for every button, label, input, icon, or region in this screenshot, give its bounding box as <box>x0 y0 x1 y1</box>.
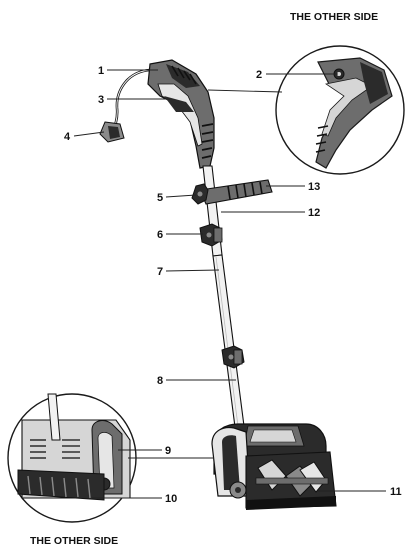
callout-7: 7 <box>157 266 163 278</box>
auxiliary-handle <box>191 179 273 205</box>
handle-lower-grip <box>201 123 214 159</box>
callout-3: 3 <box>98 94 104 106</box>
callout-11: 11 <box>390 486 402 498</box>
callout-9: 9 <box>165 445 171 457</box>
inset-bottom-housing <box>17 393 131 501</box>
inset-top-handle <box>315 57 393 169</box>
callout-1: 1 <box>98 65 104 77</box>
callout-2: 2 <box>256 69 262 81</box>
lower-tube <box>212 254 245 428</box>
caption-top-other-side: THE OTHER SIDE <box>290 11 378 23</box>
callout-5: 5 <box>157 192 163 204</box>
callout-labels: 1 2 3 4 5 6 7 8 9 10 11 12 13 <box>64 65 402 505</box>
inset-top-other-side <box>275 45 405 175</box>
callout-6: 6 <box>157 229 163 241</box>
trigger-switch <box>164 96 194 112</box>
inset-bottom-vents <box>30 439 80 459</box>
callout-12: 12 <box>308 207 320 219</box>
leader-lines <box>73 69 386 499</box>
shaft <box>202 165 245 428</box>
callout-4: 4 <box>64 131 71 143</box>
motor-housing <box>211 423 337 510</box>
inset-top-grip-ribs <box>315 125 329 153</box>
caption-bottom-other-side: THE OTHER SIDE <box>30 535 118 547</box>
handle-grip-ribs <box>171 65 197 85</box>
inset-bottom-other-side <box>7 393 137 523</box>
callout-10: 10 <box>165 493 177 505</box>
upper-lock-knob <box>199 223 223 247</box>
auxiliary-handle-grip <box>227 181 263 200</box>
auger <box>255 459 329 497</box>
main-handle <box>99 59 215 169</box>
callout-8: 8 <box>157 375 163 387</box>
callout-13: 13 <box>308 181 320 193</box>
lower-lock-knob <box>221 345 245 369</box>
